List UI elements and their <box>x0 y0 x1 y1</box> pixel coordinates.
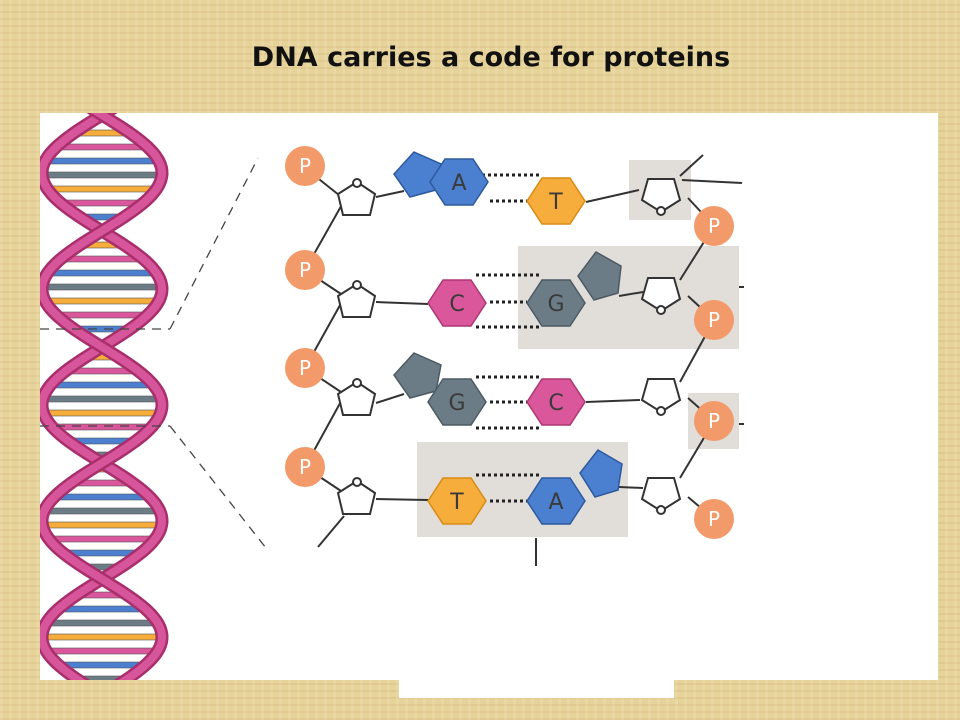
adenine-hexagon <box>429 158 489 206</box>
svg-text:P: P <box>708 507 720 531</box>
phosphate-right-1: P <box>694 206 734 246</box>
thymine-hexagon <box>526 177 586 225</box>
adenine-hexagon <box>526 477 586 525</box>
phosphates: P P P P P P P P <box>285 146 734 539</box>
helix-rung <box>43 409 161 417</box>
adenine-pentagon <box>579 449 623 498</box>
svg-text:P: P <box>299 154 311 178</box>
base-label-thymine: T <box>449 490 464 515</box>
helix-rung <box>47 269 157 277</box>
guanine-hexagon <box>427 378 487 426</box>
hydrogen-bonds <box>476 173 542 503</box>
base-label-guanine: G <box>547 292 564 317</box>
sugar-oxygen <box>656 505 666 515</box>
helix-rung <box>47 185 157 193</box>
bases: A T C G G C T A <box>393 151 623 525</box>
svg-text:P: P <box>299 455 311 479</box>
sugar-ring <box>336 180 377 216</box>
helix-rung <box>48 535 156 543</box>
svg-text:P: P <box>708 308 720 332</box>
cytosine-hexagon <box>526 378 586 426</box>
helix-rung <box>55 311 149 319</box>
phosphate-right-4: P <box>694 499 734 539</box>
helix-rung <box>45 619 159 627</box>
base-label-thymine: T <box>548 190 563 215</box>
helix-rung <box>41 283 163 291</box>
helix-rung <box>53 493 151 501</box>
sugar-oxygen <box>352 280 362 290</box>
base-label-cytosine: C <box>548 391 563 416</box>
sugar-oxygen <box>352 378 362 388</box>
base-label-guanine: G <box>448 391 465 416</box>
thymine-hexagon <box>427 477 487 525</box>
guanine-pentagon <box>393 352 442 399</box>
sugars <box>336 178 682 515</box>
cytosine-hexagon <box>427 279 487 327</box>
helix-rung <box>45 647 159 655</box>
helix-rung <box>43 507 161 515</box>
sugar-oxygen <box>352 477 362 487</box>
diagram-panel <box>40 113 938 680</box>
sugar-ring <box>336 479 377 515</box>
slide-title: DNA carries a code for proteins <box>251 42 731 73</box>
sugar-ring <box>640 477 682 513</box>
helix-rung <box>42 395 162 403</box>
helix-rung <box>41 633 163 641</box>
phosphate-right-3: P <box>694 401 734 441</box>
phosphate-left-4: P <box>285 447 325 487</box>
base-label-adenine: A <box>451 171 466 196</box>
helix-rung <box>58 605 146 613</box>
guanine-pentagon <box>577 251 622 301</box>
helix-strand-front-highlight <box>40 113 167 680</box>
guanine-hexagon <box>526 279 586 327</box>
svg-text:P: P <box>708 409 720 433</box>
helix-strand-back-highlight <box>40 113 167 680</box>
helix-rung <box>50 381 154 389</box>
base-label-cytosine: C <box>449 292 464 317</box>
zoom-lines <box>40 157 267 549</box>
helix-rung <box>55 143 149 151</box>
phosphate-right-2: P <box>694 300 734 340</box>
sugar-ring <box>336 380 377 416</box>
sugar-ring <box>640 277 682 313</box>
svg-text:P: P <box>708 214 720 238</box>
sugar-oxygen <box>352 178 362 188</box>
helix-rung <box>44 297 160 305</box>
phosphate-left-3: P <box>285 348 325 388</box>
sugar-ring <box>640 178 682 214</box>
phosphate-left-2: P <box>285 250 325 290</box>
base-label-adenine: A <box>548 490 563 515</box>
sugar-ring <box>336 282 377 318</box>
sugar-ring <box>640 378 682 414</box>
sugar-oxygen <box>656 206 666 216</box>
sugar-oxygen <box>656 406 666 416</box>
helix-rung <box>86 102 118 108</box>
helix-rung <box>42 521 162 529</box>
sugar-oxygen <box>656 305 666 315</box>
helix-rung <box>44 157 160 165</box>
adenine-pentagon <box>393 151 442 198</box>
helix-rung <box>52 423 152 431</box>
helix-rung <box>41 171 163 179</box>
svg-text:P: P <box>299 258 311 282</box>
dna-double-helix <box>40 102 169 680</box>
svg-text:P: P <box>299 356 311 380</box>
backbone-lines <box>304 154 744 566</box>
helix-rung <box>58 661 146 669</box>
panel-tab <box>399 680 674 698</box>
phosphate-left-1: P <box>285 146 325 186</box>
